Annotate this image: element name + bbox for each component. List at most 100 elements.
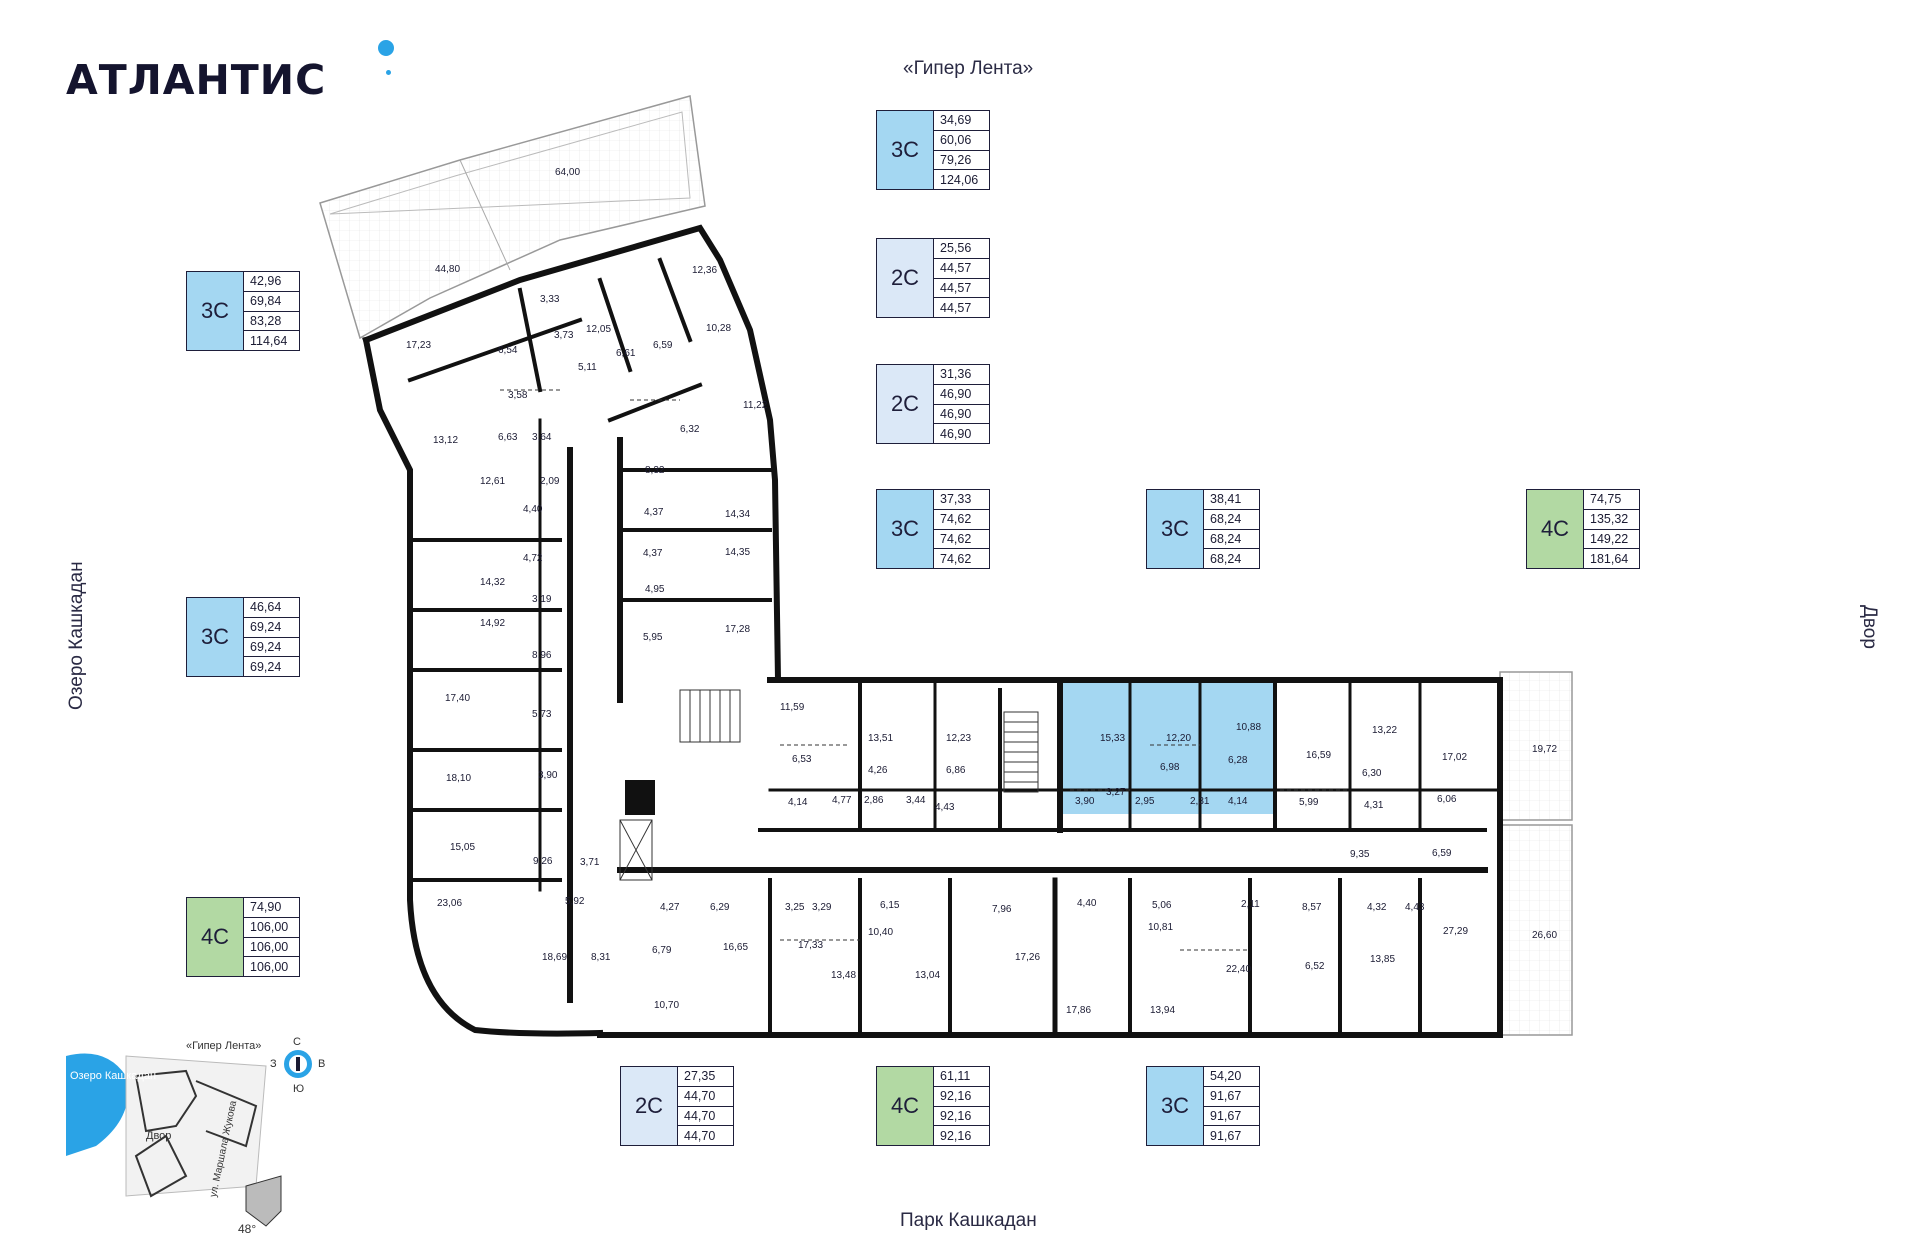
room-area-label: 4,40 [523, 504, 543, 515]
room-area-label: 5,11 [578, 362, 597, 373]
room-area-label: 6,79 [652, 945, 672, 956]
room-area-label: 10,70 [654, 1000, 679, 1011]
unit-type: 3С [877, 111, 934, 189]
room-area-label: 12,36 [692, 265, 717, 276]
room-area-label: 10,81 [1148, 922, 1173, 933]
room-area-label: 4,77 [832, 795, 852, 806]
compass-north: С [293, 1036, 301, 1048]
badge-value: 69,24 [244, 638, 299, 658]
badge-value: 74,62 [940, 551, 972, 566]
room-area-label: 2,09 [540, 476, 560, 487]
terrace-top [319, 95, 706, 340]
badge-value: 46,90 [934, 405, 989, 425]
badge-value: 27,35 [678, 1067, 733, 1087]
room-area-label: 13,94 [1150, 1005, 1175, 1016]
room-area-label: 4,40 [1077, 898, 1097, 909]
badge-value: 54,20 [1204, 1067, 1259, 1087]
room-area-label: 18,10 [446, 773, 471, 784]
room-area-label: 2,86 [864, 795, 884, 806]
room-area-label: 18,69 [542, 952, 567, 963]
room-area-label: 7,96 [992, 904, 1012, 915]
room-area-label: 6,52 [1305, 961, 1325, 972]
badge-value: 92,16 [934, 1107, 989, 1127]
room-area-label: 6,15 [880, 900, 900, 911]
room-area-label: 2,31 [1190, 796, 1210, 807]
room-area-label: 23,06 [437, 898, 462, 909]
badge-value: 181,64 [1590, 551, 1629, 566]
badge-value: 68,24 [1204, 530, 1259, 550]
unit-type: 3С [187, 598, 244, 676]
badge-value: 74,62 [934, 530, 989, 550]
room-area-label: 27,29 [1443, 926, 1468, 937]
unit-type: 3С [187, 272, 244, 350]
badge-value: 114,64 [250, 333, 288, 348]
badge-value: 46,64 [244, 598, 299, 618]
badge-value: 25,56 [934, 239, 989, 259]
room-area-label: 6,29 [710, 902, 730, 913]
minimap-angle: 48° [238, 1222, 257, 1236]
room-area-label: 14,32 [480, 577, 505, 588]
badge-value: 44,70 [684, 1128, 716, 1143]
unit-type: 2С [877, 365, 934, 443]
room-area-label: 6,06 [1437, 794, 1457, 805]
room-area-label: 3,44 [906, 795, 926, 806]
room-area-label: 5,06 [1152, 900, 1172, 911]
room-area-label: 19,72 [1532, 744, 1557, 755]
terrace-right-lower [1499, 824, 1573, 1036]
badge-value: 91,67 [1204, 1107, 1259, 1127]
minimap-yard-label: Двор [146, 1130, 172, 1142]
room-area-label: 5,73 [532, 709, 552, 720]
badge-value: 92,16 [940, 1128, 972, 1143]
badge-value: 69,84 [244, 292, 299, 312]
compass-south: Ю [293, 1083, 305, 1095]
room-area-label: 17,02 [1442, 752, 1467, 763]
room-area-label: 13,04 [915, 970, 940, 981]
street-top-label: «Гипер Лента» [903, 58, 1034, 79]
compass-needle-icon [296, 1057, 300, 1071]
room-area-label: 12,23 [946, 733, 971, 744]
badge-value: 149,22 [1584, 530, 1639, 550]
room-area-label: 13,85 [1370, 954, 1395, 965]
room-area-label: 3,19 [532, 594, 552, 605]
room-area-label: 10,28 [706, 323, 731, 334]
room-area-label: 16,65 [723, 942, 748, 953]
room-area-label: 15,33 [1100, 733, 1125, 744]
room-area-label: 10,40 [868, 927, 893, 938]
room-area-label: 10,88 [1236, 722, 1261, 733]
badge-value: 34,69 [934, 111, 989, 131]
badge-value: 79,26 [934, 151, 989, 171]
room-area-label: 6,59 [653, 340, 673, 351]
room-area-label: 3,71 [580, 857, 600, 868]
room-area-label: 11,59 [780, 702, 805, 713]
room-area-label: 4,14 [788, 797, 808, 808]
room-area-label: 14,35 [725, 547, 750, 558]
room-area-label: 2,95 [1135, 796, 1155, 807]
room-area-label: 8,96 [532, 650, 552, 661]
badge-value: 44,57 [934, 279, 989, 299]
room-area-label: 3,33 [540, 294, 560, 305]
room-area-label: 3,58 [508, 390, 528, 401]
room-area-label: 17,26 [1015, 952, 1040, 963]
unit-type: 3С [877, 490, 934, 568]
site-minimap [66, 1053, 282, 1227]
badge-value: 74,62 [934, 510, 989, 530]
badge-value: 38,41 [1204, 490, 1259, 510]
room-area-label: 13,51 [868, 733, 893, 744]
compass-east: В [318, 1058, 326, 1070]
elevator [619, 819, 653, 881]
room-area-label: 5,92 [565, 896, 585, 907]
room-area-label: 6,30 [1362, 768, 1382, 779]
unit-type: 4С [187, 898, 244, 976]
